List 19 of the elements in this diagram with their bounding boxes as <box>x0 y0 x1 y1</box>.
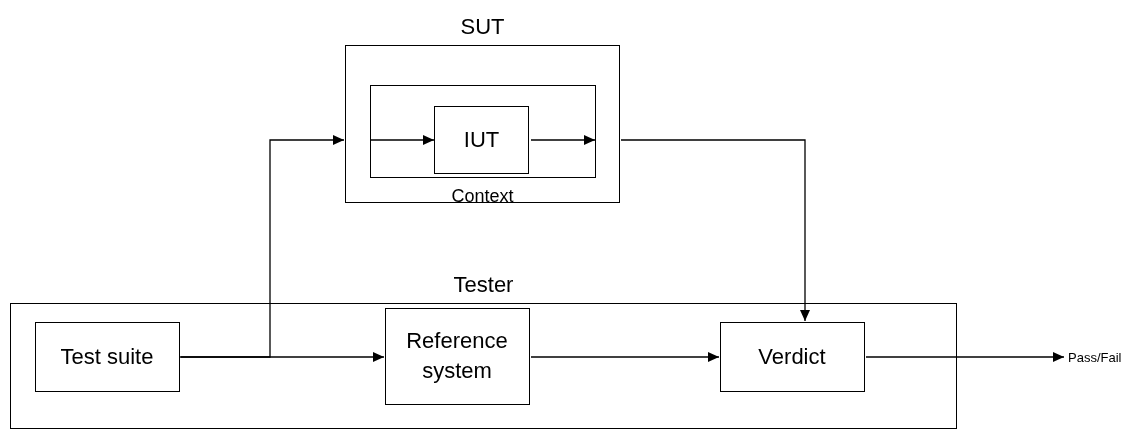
box-label: IUT <box>463 126 500 155</box>
process-box <box>434 106 529 174</box>
box-title: Context <box>450 185 515 207</box>
box-label: Test suite <box>60 342 154 371</box>
process-box <box>34 321 180 392</box>
output-text: Pass/Fail <box>1068 346 1128 368</box>
box-title: SUT <box>459 14 506 40</box>
process-box <box>384 307 530 405</box>
arrow <box>180 352 385 362</box>
process-box <box>719 321 865 392</box>
arrow <box>865 352 1065 362</box>
arrow <box>179 135 345 358</box>
arrow <box>370 135 435 145</box>
box-label: Verdict <box>758 342 826 371</box>
arrow <box>530 352 720 362</box>
arrow <box>620 139 810 322</box>
box-title: Tester <box>452 272 515 298</box>
arrow <box>530 135 596 145</box>
box-label: Reference system <box>405 327 509 385</box>
